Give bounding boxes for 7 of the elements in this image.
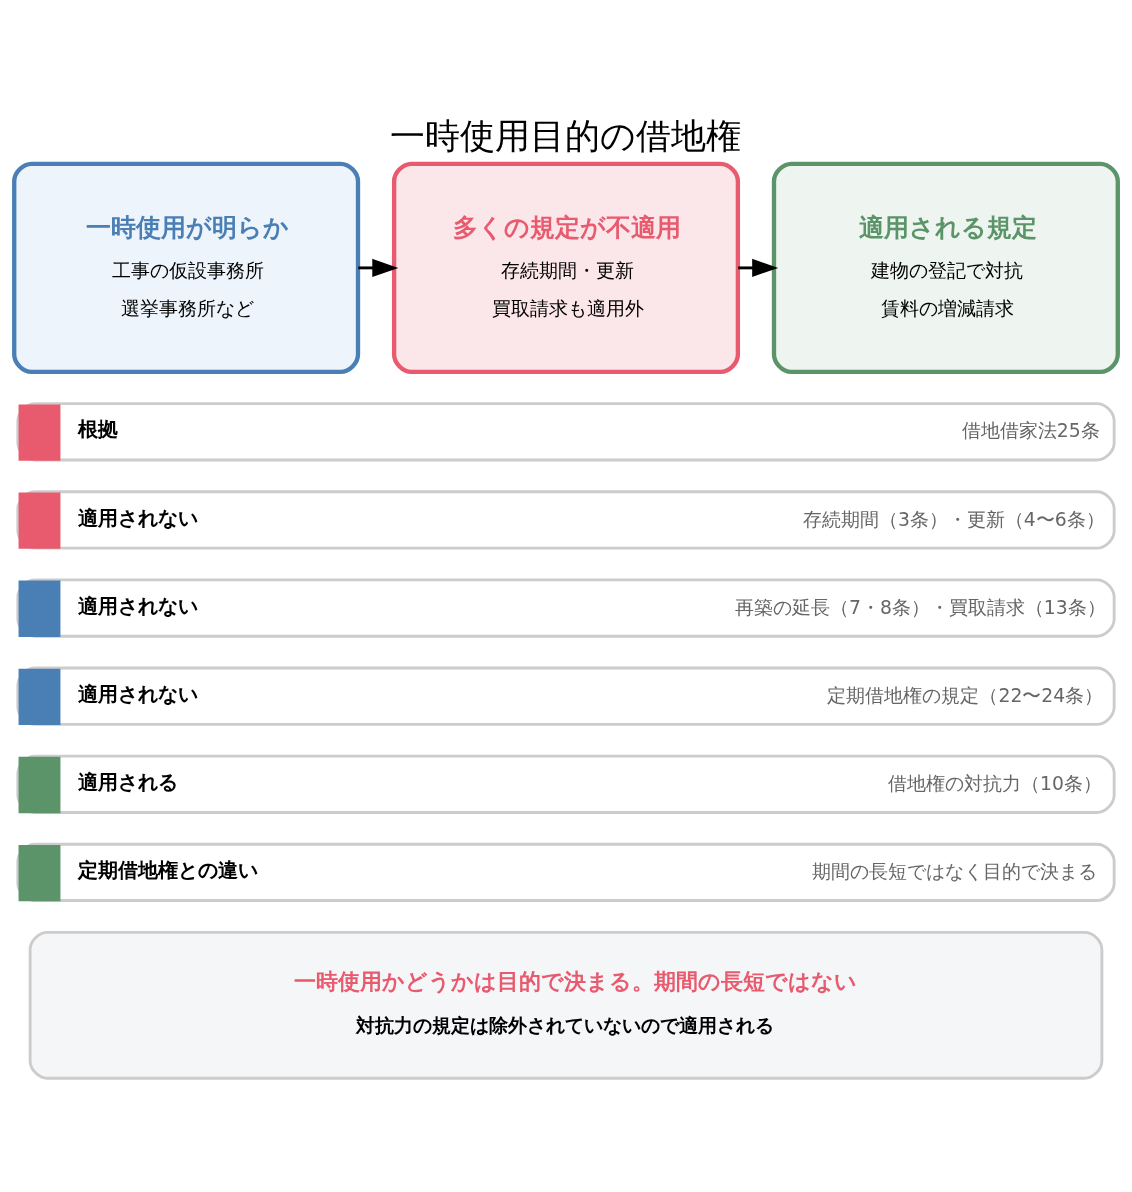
node-box: 適用される規定 建物の登記で対抗 賃料の増減請求: [771, 161, 1120, 374]
node-box: 一時使用が明らか 工事の仮設事務所 選挙事務所など: [12, 161, 361, 374]
diagram-title: 一時使用目的の借地権: [390, 115, 742, 156]
arrow: [738, 258, 779, 277]
node-box: 一時使用かどうかは目的で決まる。期間の長短ではない 対抗力の規定は除外されていないので適用される: [28, 930, 1104, 1080]
arrow: [358, 258, 399, 277]
node-box: 多くの規定が不適用 存続期間・更新 買取請求も適用外: [391, 161, 741, 374]
